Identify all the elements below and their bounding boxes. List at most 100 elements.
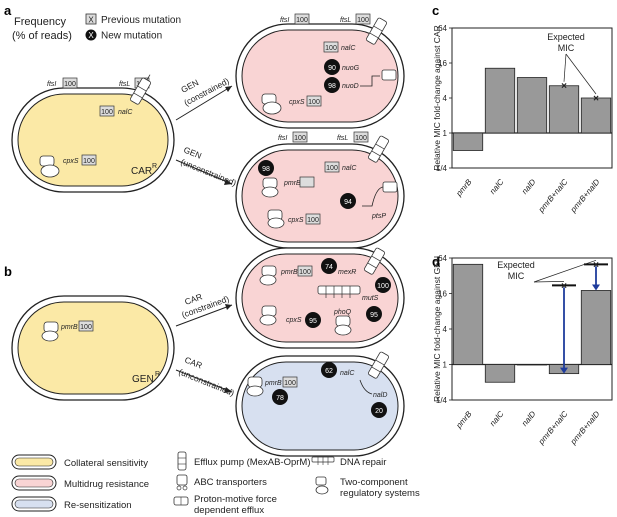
legend-two-component-1: Two-component (340, 477, 408, 488)
bar-nalD (516, 364, 548, 366)
freq-cpxS: 95 (309, 318, 317, 325)
y-tick-label: 16 (438, 59, 447, 68)
bar-pmrB (452, 132, 484, 151)
freq-ftsI: 100 (294, 135, 306, 142)
dna-repair-icon (317, 285, 361, 298)
gene-cpxS: cpxS (289, 99, 305, 106)
change-arrowhead (560, 367, 568, 374)
two-component-icon (267, 209, 285, 229)
new-mutation-icon (85, 29, 97, 41)
expected-pointer (533, 280, 565, 283)
bar-nalC (484, 364, 516, 383)
gene-cpxS: cpxS (288, 217, 304, 224)
previous-mutation-example: X (88, 16, 94, 25)
new-mutation-marker (305, 312, 321, 328)
gene-ptsP: ptsP (371, 213, 386, 220)
bar-pmrB-nalD (580, 97, 612, 134)
freq-cpxS: 100 (308, 99, 320, 106)
gene-nalC: nalC (340, 370, 355, 377)
expected-pointer (563, 53, 567, 82)
category-label: nalD (520, 409, 538, 428)
efflux-pump-icon (366, 17, 387, 45)
bar-pmrB (452, 263, 484, 365)
legend-pmf-efflux-2: dependent efflux (194, 505, 264, 516)
two-component-icon (246, 376, 264, 397)
y-tick-label: 64 (438, 24, 447, 33)
gene-ftsL: ftsL (337, 135, 348, 142)
legend-pmf-efflux-1: Proton-motive force (194, 494, 277, 505)
efflux-pump-icon (368, 351, 389, 379)
legend-resensitization: Re-sensitization (64, 500, 132, 511)
cell-body (17, 93, 169, 187)
freq-mutS: 100 (377, 283, 389, 290)
previous-mutation-label: Previous mutation (101, 15, 181, 26)
freq-ftsL: 100 (357, 17, 369, 24)
gene-nalC: nalC (342, 165, 357, 172)
y-axis-label: Relative MIC fold-change against GEN (432, 256, 442, 402)
arrow-car-constrained (175, 304, 233, 327)
arrow-car-unconstrained (175, 369, 233, 393)
two-component-icon (261, 93, 282, 115)
gene-mexR: mexR (338, 269, 356, 276)
freq-cpxS: 100 (307, 217, 319, 224)
two-component-icon (315, 476, 329, 495)
legend-multidrug-resistance: Multidrug resistance (64, 479, 149, 490)
freq-nalC: 100 (326, 165, 338, 172)
category-label: nalC (488, 177, 506, 196)
category-label: pmrB+nalD (568, 409, 602, 447)
legend-dna-repair: DNA repair (340, 457, 386, 468)
expected-mic-marker: × (561, 81, 567, 92)
two-component-icon (259, 305, 277, 326)
panel-letter-c: c (432, 3, 439, 18)
freq-nalC: 62 (325, 368, 333, 375)
y-tick-label: 4 (443, 325, 448, 334)
cell-b-car-unconstrained (235, 355, 405, 457)
gene-nuoD: nuoD (342, 83, 359, 90)
efflux-pump-icon (364, 247, 385, 275)
bar-pmrB-nalD (580, 290, 612, 365)
legend-abc-transporters: ABC transporters (194, 477, 267, 488)
category-label: nalC (488, 409, 506, 428)
panel-letter-b: b (4, 264, 12, 279)
expected-mic-label-2: MIC (508, 271, 525, 281)
gene-ftsI: ftsI (47, 81, 56, 88)
freq-pmrB: 100 (299, 269, 311, 276)
new-mutation-marker (258, 160, 274, 176)
bottom-legend: Collateral sensitivity Multidrug resista… (11, 451, 420, 516)
change-arrowhead (592, 284, 600, 291)
cell-label-gen: GEN (132, 374, 154, 385)
y-tick-label: 1 (443, 129, 448, 138)
arrow-gen-constrained (175, 85, 233, 121)
y-tick-label: 16 (438, 290, 447, 299)
gene-ftsL: ftsL (119, 81, 130, 88)
pmf-efflux-icon (360, 69, 397, 87)
freq-nalC: 100 (325, 45, 337, 52)
freq-nalC: 100 (101, 109, 113, 116)
bar-pmrB-nalC (548, 85, 580, 134)
previous-mutation-icon (85, 13, 97, 25)
gene-pmrB: pmrB (280, 269, 298, 276)
two-component-icon (334, 315, 352, 336)
gene-phoQ: phoQ (333, 309, 352, 316)
cell-b-car-constrained (235, 247, 405, 349)
freq-pmrB: 98 (262, 166, 270, 173)
new-mutation-marker (371, 402, 387, 418)
y-tick-label: 64 (438, 254, 447, 263)
freq-nuoG: 90 (328, 65, 336, 72)
efflux-pump-icon (130, 74, 151, 105)
y-tick-label: 1/4 (436, 396, 448, 405)
gene-ftsL: ftsL (340, 17, 351, 24)
pmf-efflux-icon (173, 496, 189, 506)
gene-nuoG: nuoG (342, 65, 360, 72)
new-mutation-marker (340, 193, 356, 209)
y-tick-label: 4 (443, 94, 448, 103)
gene-cpxS: cpxS (286, 317, 302, 324)
dna-repair-icon (311, 456, 335, 465)
category-label: pmrB+nalC (536, 409, 570, 447)
legend-efflux-pump: Efflux pump (MexAB-OprM) (194, 457, 311, 468)
legend-two-component-2: regulatory systems (340, 488, 420, 499)
expected-mic-label-2: MIC (558, 43, 575, 53)
gene-cpxS: cpxS (63, 158, 79, 165)
